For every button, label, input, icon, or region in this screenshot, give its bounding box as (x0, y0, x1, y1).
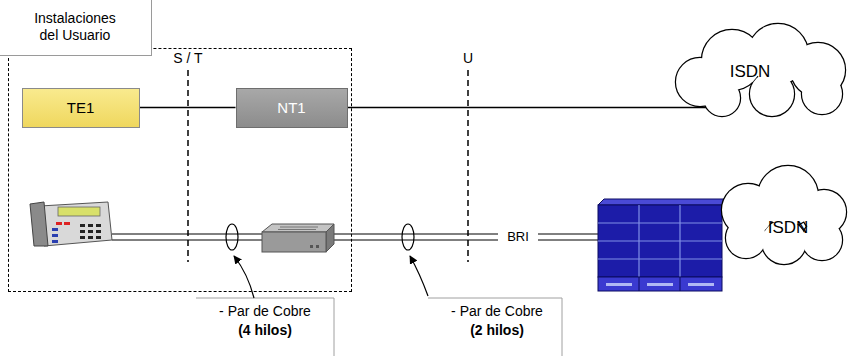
phone-illustration-part (80, 236, 85, 239)
cloud-stroke (722, 166, 846, 264)
region-heading: Instalaciones del Usuario (0, 0, 152, 56)
copper-wire-part (330, 234, 598, 235)
connector-line (140, 107, 236, 108)
exchange-switch-part (680, 277, 681, 291)
wire-bundle-ellipse-part (226, 224, 238, 250)
copper-wire-part (112, 234, 262, 235)
label-bracket-part (196, 298, 334, 356)
phone-illustration-part (96, 236, 101, 239)
cloud-outline (700, 160, 850, 268)
nt1-device-part (316, 245, 319, 248)
nt1-device-part (326, 224, 334, 252)
cable-note: (4 hilos) (200, 322, 330, 338)
exchange-switch-part (688, 283, 714, 286)
cable-note: - Par de Cobre (200, 303, 330, 319)
reference-point-line-part (467, 70, 469, 262)
exchange-switch-part (598, 258, 722, 259)
reference-point-label: S / T (163, 50, 213, 66)
phone-illustration-part (88, 224, 93, 227)
reference-point-label: U (458, 50, 478, 66)
phone-illustration-part (52, 240, 58, 243)
leader-arrow-part (410, 256, 428, 296)
box-label: NT1 (277, 99, 305, 116)
exchange-switch-part (647, 283, 673, 286)
cloud-fill (676, 24, 845, 116)
nt1-device-part (278, 229, 316, 230)
exchange-switch-part (598, 277, 722, 291)
phone-illustration-part (40, 202, 112, 246)
copper-wire-part (330, 240, 598, 241)
exchange-switch-part (598, 222, 722, 223)
phone-illustration-part (52, 234, 58, 237)
premises-region: Instalaciones del UsuarioTE1NT1 (8, 48, 352, 292)
interface-label: BRI (498, 229, 538, 245)
cloud-stroke (676, 24, 845, 116)
cloud-lobe (802, 74, 842, 114)
phone-illustration (30, 202, 112, 246)
label-bracket-part (428, 298, 562, 356)
reference-point-line (188, 70, 468, 262)
cloud-label: ISDN (730, 62, 771, 82)
exchange-switch-part (598, 205, 722, 277)
cloud-lobe (704, 80, 740, 116)
phone-illustration-part (56, 222, 62, 225)
network-cloud: ISDN (660, 20, 850, 120)
nt1-device-part (262, 224, 334, 232)
exchange-switch-part (639, 277, 640, 291)
nt1-device-part (310, 245, 313, 248)
nt1-device-part (262, 232, 326, 252)
phone-illustration-part (58, 207, 100, 216)
cloud-lobe (726, 218, 766, 258)
connector-line (348, 107, 707, 108)
cloud-fill (722, 166, 846, 264)
phone-illustration-part (52, 228, 58, 231)
box-label: TE1 (67, 99, 95, 116)
network-termination-box: NT1 (236, 88, 348, 128)
cloud-lobe (802, 74, 842, 114)
phone-illustration-part (80, 230, 85, 233)
phone-illustration-part (88, 230, 93, 233)
nt1-device (262, 224, 334, 252)
phone-illustration-part (96, 224, 101, 227)
cloud-label: ISDN (768, 218, 809, 238)
phone-illustration-part (96, 230, 101, 233)
exchange-switch-part (598, 199, 728, 205)
cloud-lobe (704, 80, 740, 116)
exchange-switch-part (598, 240, 722, 241)
phone-illustration-part (30, 202, 48, 246)
cable-note: (2 hilos) (432, 322, 562, 338)
wire-bundle-ellipse-part (402, 224, 414, 250)
phone-illustration-part (64, 222, 70, 225)
network-cloud: ISDN (700, 160, 850, 268)
reference-point-line-part (187, 70, 189, 262)
label-bracket (196, 298, 562, 356)
exchange-switch-part (606, 283, 632, 286)
copper-wire-part (112, 240, 262, 241)
phone-illustration-part (88, 236, 93, 239)
exchange-switch (598, 199, 728, 291)
cloud-lobe (726, 218, 766, 258)
cable-note: - Par de Cobre (432, 303, 562, 319)
terminal-box: TE1 (22, 88, 140, 128)
phone-illustration-part (80, 224, 85, 227)
nt1-device-part (280, 227, 318, 228)
